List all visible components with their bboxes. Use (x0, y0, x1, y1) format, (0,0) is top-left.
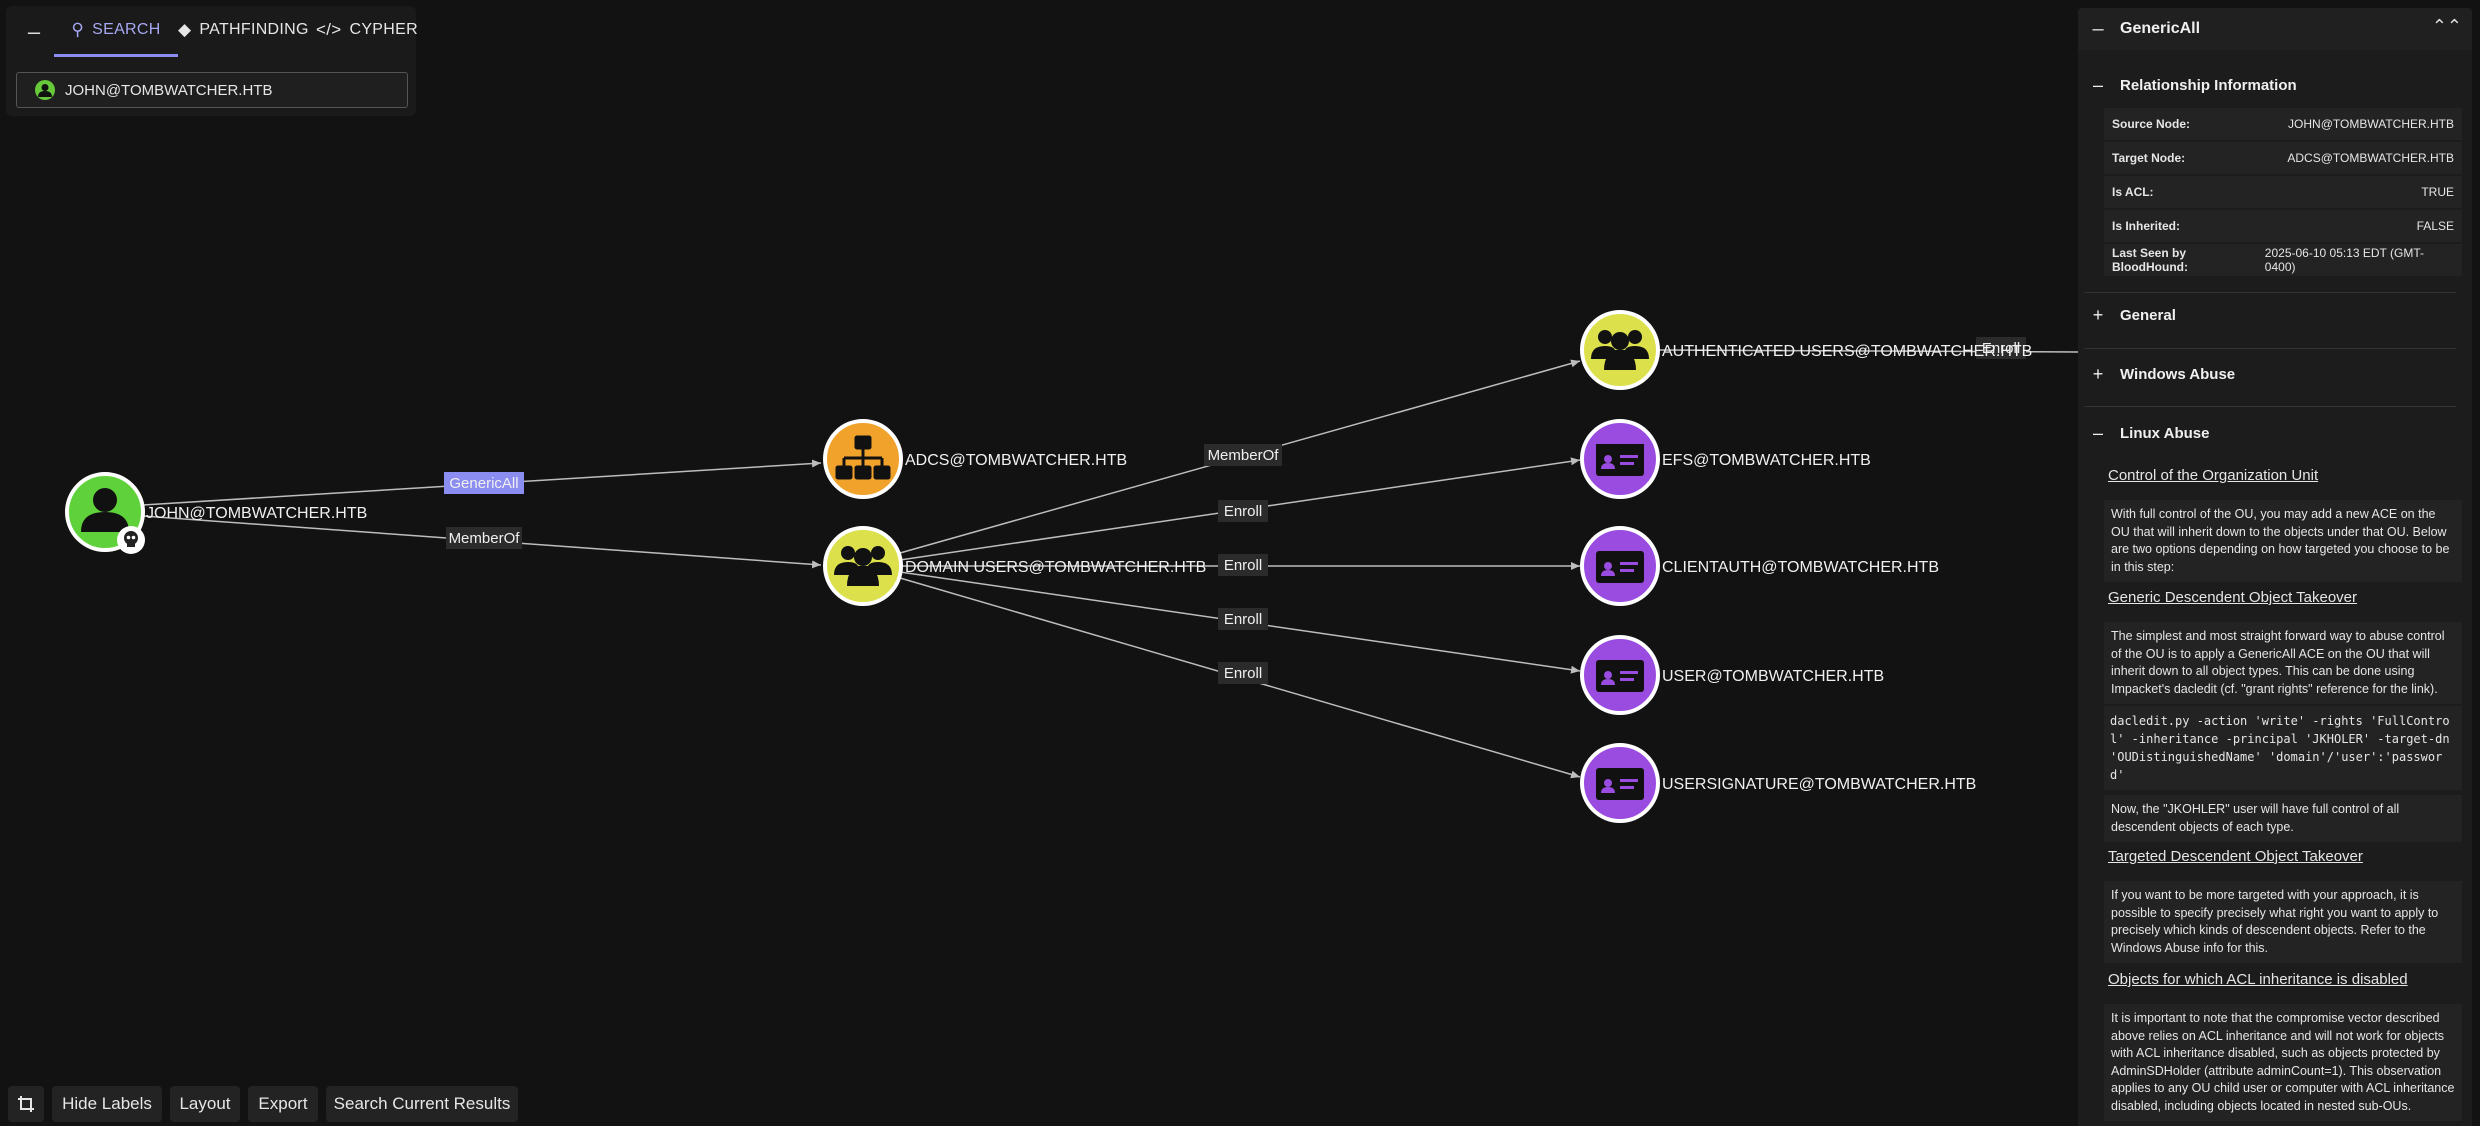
group-icon (1591, 330, 1649, 370)
edge-label-memberof-john[interactable]: MemberOf (446, 527, 522, 549)
user-icon (35, 80, 55, 100)
heading-generic-descendent-takeover[interactable]: Generic Descendent Object Takeover (2108, 589, 2358, 606)
owned-skull-icon (117, 526, 145, 554)
entity-info-panel: – GenericAll ⌃⌃ – Relationship Informati… (2078, 8, 2472, 1126)
node-label-usersignature: USERSIGNATURE@TOMBWATCHER.HTB (1662, 776, 1976, 793)
node-usersignature[interactable]: USERSIGNATURE@TOMBWATCHER.HTB (1580, 743, 1976, 823)
user-icon (81, 488, 129, 532)
row-last-seen: Last Seen by BloodHound: 2025-06-10 05:1… (2104, 244, 2462, 276)
id-card-icon (1596, 768, 1644, 800)
id-card-icon (1596, 444, 1644, 476)
code-icon: </> (316, 20, 342, 39)
graph-canvas[interactable]: GenericAll MemberOf MemberOf Enroll Enro… (0, 0, 2078, 1126)
node-clientauth[interactable]: CLIENTAUTH@TOMBWATCHER.HTB (1580, 526, 1939, 606)
svg-text:GenericAll: GenericAll (449, 475, 518, 492)
heading-control-of-ou[interactable]: Control of the Organization Unit (2108, 467, 2319, 484)
node-label-efs: EFS@TOMBWATCHER.HTB (1662, 452, 1871, 469)
node-label-clientauth: CLIENTAUTH@TOMBWATCHER.HTB (1662, 559, 1939, 576)
divider (2084, 292, 2456, 293)
code-dacledit[interactable]: dacledit.py -action 'write' -rights 'Ful… (2104, 706, 2462, 790)
tab-pathfinding[interactable]: ◆ PATHFINDING (178, 20, 309, 39)
edge-label-enroll-usersig[interactable]: Enroll (1218, 662, 1268, 684)
node-efs[interactable]: EFS@TOMBWATCHER.HTB (1580, 419, 1871, 499)
search-icon: ⚲ (71, 20, 85, 39)
edge-label-enroll-user[interactable]: Enroll (1218, 608, 1268, 630)
paragraph-acl-inheritance-disabled: It is important to note that the comprom… (2104, 1004, 2462, 1121)
node-label-adcs: ADCS@TOMBWATCHER.HTB (905, 452, 1127, 469)
svg-text:Enroll: Enroll (1224, 611, 1262, 628)
search-input[interactable] (63, 80, 387, 100)
section-general[interactable]: + General (2078, 295, 2472, 335)
search-panel: – ⚲ SEARCH ◆ PATHFINDING </> CYPHER (6, 6, 418, 116)
collapse-panel-button[interactable]: – (27, 19, 41, 44)
node-label-john: JOHN@TOMBWATCHER.HTB (146, 505, 367, 522)
minus-icon: – (2092, 74, 2103, 95)
plus-icon: + (2092, 363, 2104, 384)
row-source-node: Source Node: JOHN@TOMBWATCHER.HTB (2104, 108, 2462, 140)
divider (2084, 406, 2456, 407)
row-target-node: Target Node: ADCS@TOMBWATCHER.HTB (2104, 142, 2462, 174)
org-unit-icon (835, 435, 891, 480)
section-relationship-information[interactable]: – Relationship Information (2078, 65, 2472, 105)
tab-cypher[interactable]: </> CYPHER (316, 20, 418, 39)
hide-labels-button[interactable]: Hide Labels (52, 1086, 162, 1122)
svg-text:Enroll: Enroll (1224, 557, 1262, 574)
edge-label-enroll-clientauth[interactable]: Enroll (1218, 554, 1268, 576)
group-icon (834, 546, 892, 586)
section-linux-abuse[interactable]: – Linux Abuse (2078, 413, 2472, 453)
row-is-inherited: Is Inherited: FALSE (2104, 210, 2462, 242)
node-adcs[interactable]: ADCS@TOMBWATCHER.HTB (823, 419, 1127, 499)
paragraph-generic-descendent-takeover: The simplest and most straight forward w… (2104, 622, 2462, 704)
heading-targeted-descendent-takeover[interactable]: Targeted Descendent Object Takeover (2108, 848, 2363, 865)
edge-label-memberof-domusers[interactable]: MemberOf (1204, 444, 1282, 466)
search-box[interactable] (16, 72, 408, 108)
node-label-user: USER@TOMBWATCHER.HTB (1662, 668, 1884, 685)
divider (2084, 348, 2456, 349)
node-authenticated-users[interactable]: AUTHENTICATED USERS@TOMBWATCHER.HTB (1580, 310, 2032, 390)
node-john[interactable]: JOHN@TOMBWATCHER.HTB (65, 472, 367, 554)
diamond-direction-icon: ◆ (178, 20, 192, 39)
minus-icon[interactable]: – (2092, 17, 2104, 40)
svg-text:Enroll: Enroll (1224, 503, 1262, 520)
search-tabbar: – ⚲ SEARCH ◆ PATHFINDING </> CYPHER (6, 6, 418, 57)
edge-label-enroll-authusers[interactable]: Enroll (1976, 337, 2026, 359)
id-card-icon (1596, 660, 1644, 692)
node-label-domain-users: DOMAIN USERS@TOMBWATCHER.HTB (905, 559, 1206, 576)
panel-title: GenericAll (2120, 20, 2201, 37)
section-windows-abuse[interactable]: + Windows Abuse (2078, 354, 2472, 394)
svg-text:MemberOf: MemberOf (449, 530, 521, 547)
node-label-authenticated-users: AUTHENTICATED USERS@TOMBWATCHER.HTB (1662, 343, 2032, 360)
id-card-icon (1596, 551, 1644, 583)
row-is-acl: Is ACL: TRUE (2104, 176, 2462, 208)
edge-label-genericall[interactable]: GenericAll (444, 472, 524, 494)
minus-icon: – (2092, 422, 2103, 443)
paragraph-targeted-descendent-takeover: If you want to be more targeted with you… (2104, 881, 2462, 963)
edge-label-enroll-efs[interactable]: Enroll (1218, 500, 1268, 522)
svg-text:Enroll: Enroll (1224, 665, 1262, 682)
node-domain-users[interactable]: DOMAIN USERS@TOMBWATCHER.HTB (823, 526, 1206, 606)
paragraph-jkohler-result: Now, the "JKOHLER" user will have full c… (2104, 795, 2462, 842)
tab-search[interactable]: ⚲ SEARCH (54, 6, 178, 57)
export-button[interactable]: Export (248, 1086, 318, 1122)
svg-text:MemberOf: MemberOf (1208, 447, 1280, 464)
crop-button[interactable] (8, 1086, 44, 1122)
svg-text:Enroll: Enroll (1982, 340, 2020, 357)
crop-icon (18, 1096, 34, 1112)
paragraph-control-of-ou: With full control of the OU, you may add… (2104, 500, 2462, 582)
search-current-results-button[interactable]: Search Current Results (326, 1086, 518, 1122)
layout-button[interactable]: Layout (170, 1086, 240, 1122)
node-user-template[interactable]: USER@TOMBWATCHER.HTB (1580, 635, 1884, 715)
panel-header: – GenericAll ⌃⌃ (2078, 8, 2472, 50)
collapse-all-icon[interactable]: ⌃⌃ (2431, 16, 2462, 36)
plus-icon: + (2092, 304, 2104, 325)
heading-acl-inheritance-disabled[interactable]: Objects for which ACL inheritance is dis… (2108, 971, 2408, 988)
